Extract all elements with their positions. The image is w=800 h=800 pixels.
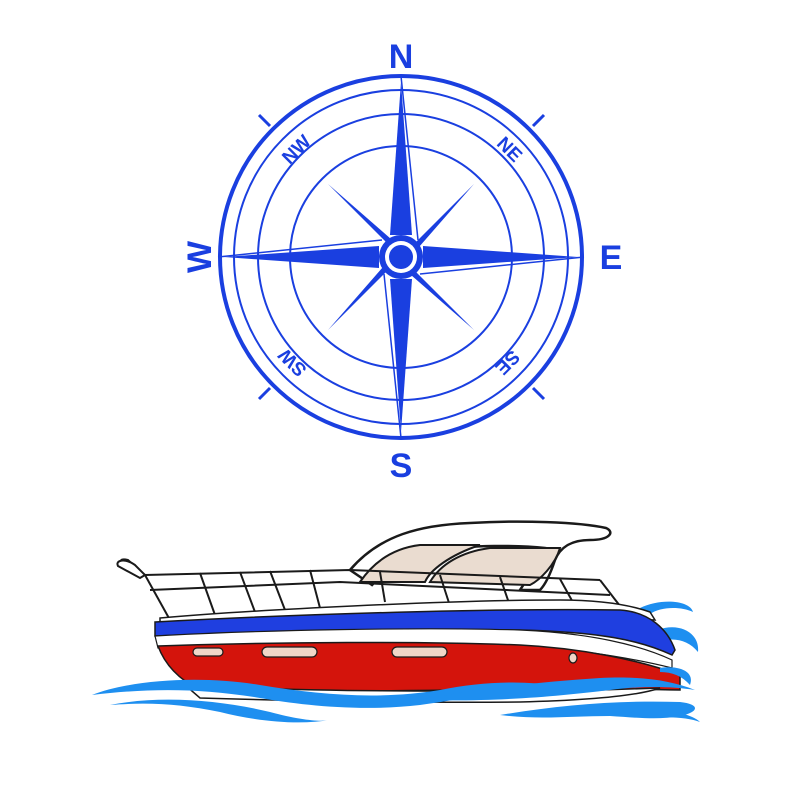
wave-main-left [92, 679, 560, 708]
star-point-ne [401, 184, 474, 257]
compass-rose: N S E W NW NE SE SW [181, 38, 623, 485]
bow-rail-mid [149, 580, 611, 596]
rail-post-1 [144, 574, 171, 621]
porthole-3 [391, 646, 448, 658]
wave-right-edge [660, 667, 691, 685]
star-point-s [390, 279, 412, 432]
wave-main-right [420, 677, 695, 701]
star-point-n [390, 82, 412, 235]
thin-line-ns [400, 75, 419, 241]
rail-post-4 [269, 570, 286, 611]
tick-sw [257, 386, 272, 401]
wave-front-right-mid [658, 627, 699, 652]
motor-yacht-illustration [0, 500, 800, 800]
tick-se [531, 386, 546, 401]
boat-graphic [92, 520, 700, 723]
label-east: E [600, 239, 623, 277]
compass-hub-center [389, 245, 413, 269]
label-southeast: SE [491, 346, 524, 379]
label-northeast: NE [492, 133, 526, 167]
compass-graphic: N S E W NW NE SE SW [181, 38, 623, 485]
bow-tip [116, 559, 147, 580]
wave-front-right-top [640, 601, 693, 614]
star-point-w [224, 246, 379, 268]
label-south: S [390, 447, 413, 485]
star-point-se [401, 257, 474, 330]
rail-post-6 [379, 571, 386, 603]
porthole-4 [568, 652, 578, 664]
wave-lower-left [110, 699, 330, 723]
label-north: N [389, 38, 414, 76]
thin-line-sn [383, 273, 402, 439]
rail-post-5 [309, 569, 321, 609]
porthole-2 [261, 646, 318, 658]
porthole-1 [192, 647, 224, 657]
label-southwest: SW [275, 344, 312, 381]
star-point-sw [328, 257, 401, 330]
rail-post-7 [439, 574, 451, 607]
boat-canopy-window-2 [428, 547, 562, 587]
label-west: W [181, 240, 219, 273]
star-point-nw [328, 184, 401, 257]
tick-nw [257, 113, 272, 128]
tick-ne [531, 113, 546, 128]
thin-line-we [217, 239, 383, 258]
rail-post-3 [239, 571, 256, 613]
rail-post-10 [599, 579, 621, 607]
thin-line-ew [419, 256, 585, 275]
wave-bottom-right-curl [630, 710, 700, 722]
rail-post-2 [199, 572, 216, 616]
star-point-e [423, 246, 578, 268]
